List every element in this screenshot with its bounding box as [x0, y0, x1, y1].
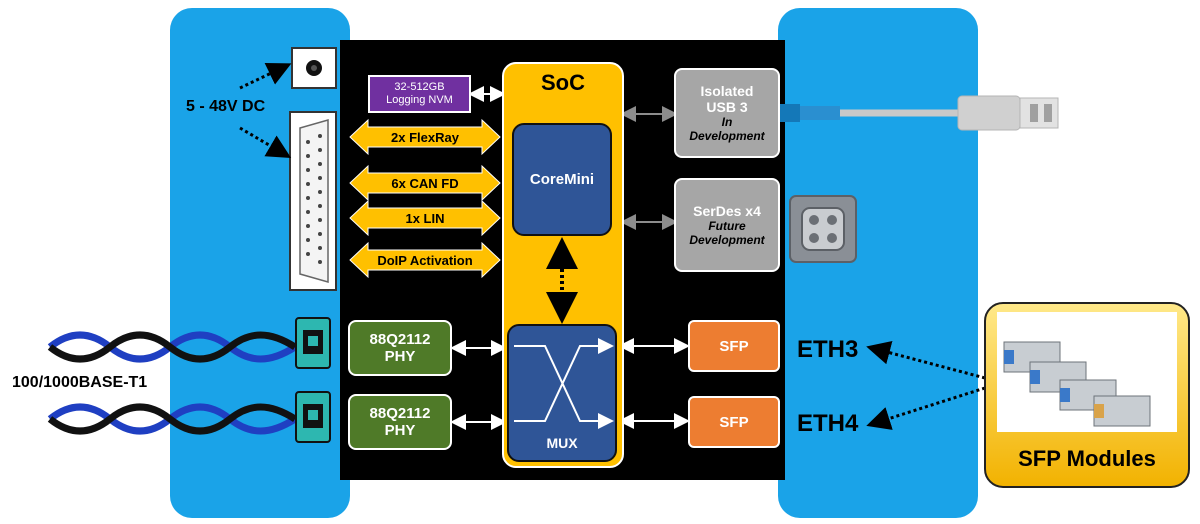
power-arrow-jack: [239, 62, 292, 90]
sfp-box-1: SFP: [688, 320, 780, 372]
bus-label-canfd: 6x CAN FD: [391, 175, 459, 191]
serdes-line1: SerDes x4: [693, 203, 761, 219]
phy-box-2: 88Q2112 PHY: [348, 394, 452, 450]
twisted-pair-cable-1: [47, 331, 297, 363]
serdes-line2: Future: [708, 219, 746, 233]
usb-line4: Development: [689, 129, 765, 143]
mux-label: MUX: [546, 434, 578, 451]
usb-line1: Isolated: [700, 83, 754, 99]
nvm-label: Logging NVM: [386, 94, 453, 106]
sfp-box-2: SFP: [688, 396, 780, 448]
usb-box: Isolated USB 3 In Development: [674, 68, 780, 158]
power-jack-icon: [291, 47, 337, 89]
eth4-arrow: [866, 386, 986, 430]
bus-arrows: [349, 118, 501, 279]
serdes-line3: Development: [689, 233, 765, 247]
soc-title: SoC: [541, 70, 585, 95]
phy1-part: 88Q2112: [369, 331, 431, 348]
bus-label-flexray: 2x FlexRay: [391, 129, 459, 145]
twisted-pair-cable-2: [47, 403, 297, 435]
phy-box-1: 88Q2112 PHY: [348, 320, 452, 376]
power-arrow-db25: [239, 126, 292, 159]
t1-label: 100/1000BASE-T1: [12, 374, 148, 391]
usb-line2: USB 3: [706, 99, 748, 115]
sfp-modules-label: SFP Modules: [1018, 446, 1156, 471]
usb-cable-icon: [780, 95, 1059, 131]
phy2-part: 88Q2112: [369, 405, 431, 422]
usb-line3: In: [721, 115, 733, 129]
bus-label-lin: 1x LIN: [405, 210, 445, 226]
t1-port-icon-1: [295, 317, 331, 369]
db25-connector-icon: [289, 111, 337, 291]
phy1-label: PHY: [384, 348, 416, 365]
logging-nvm-box: 32-512GB Logging NVM: [368, 75, 471, 113]
serdes-box: SerDes x4 Future Development: [674, 178, 780, 272]
bus-label-doip: DoIP Activation: [377, 252, 473, 268]
nvm-capacity: 32-512GB: [394, 81, 445, 94]
eth4-label: ETH4: [797, 410, 859, 437]
sfp-module-icons: [1003, 341, 1151, 427]
eth3-arrow: [866, 341, 986, 380]
coremini-block: CoreMini: [512, 123, 612, 236]
serdes-connector-icon: [789, 195, 857, 263]
phy2-label: PHY: [384, 422, 416, 439]
power-label: 5 - 48V DC: [186, 98, 266, 115]
t1-port-icon-2: [295, 391, 331, 443]
eth3-label: ETH3: [797, 336, 859, 363]
